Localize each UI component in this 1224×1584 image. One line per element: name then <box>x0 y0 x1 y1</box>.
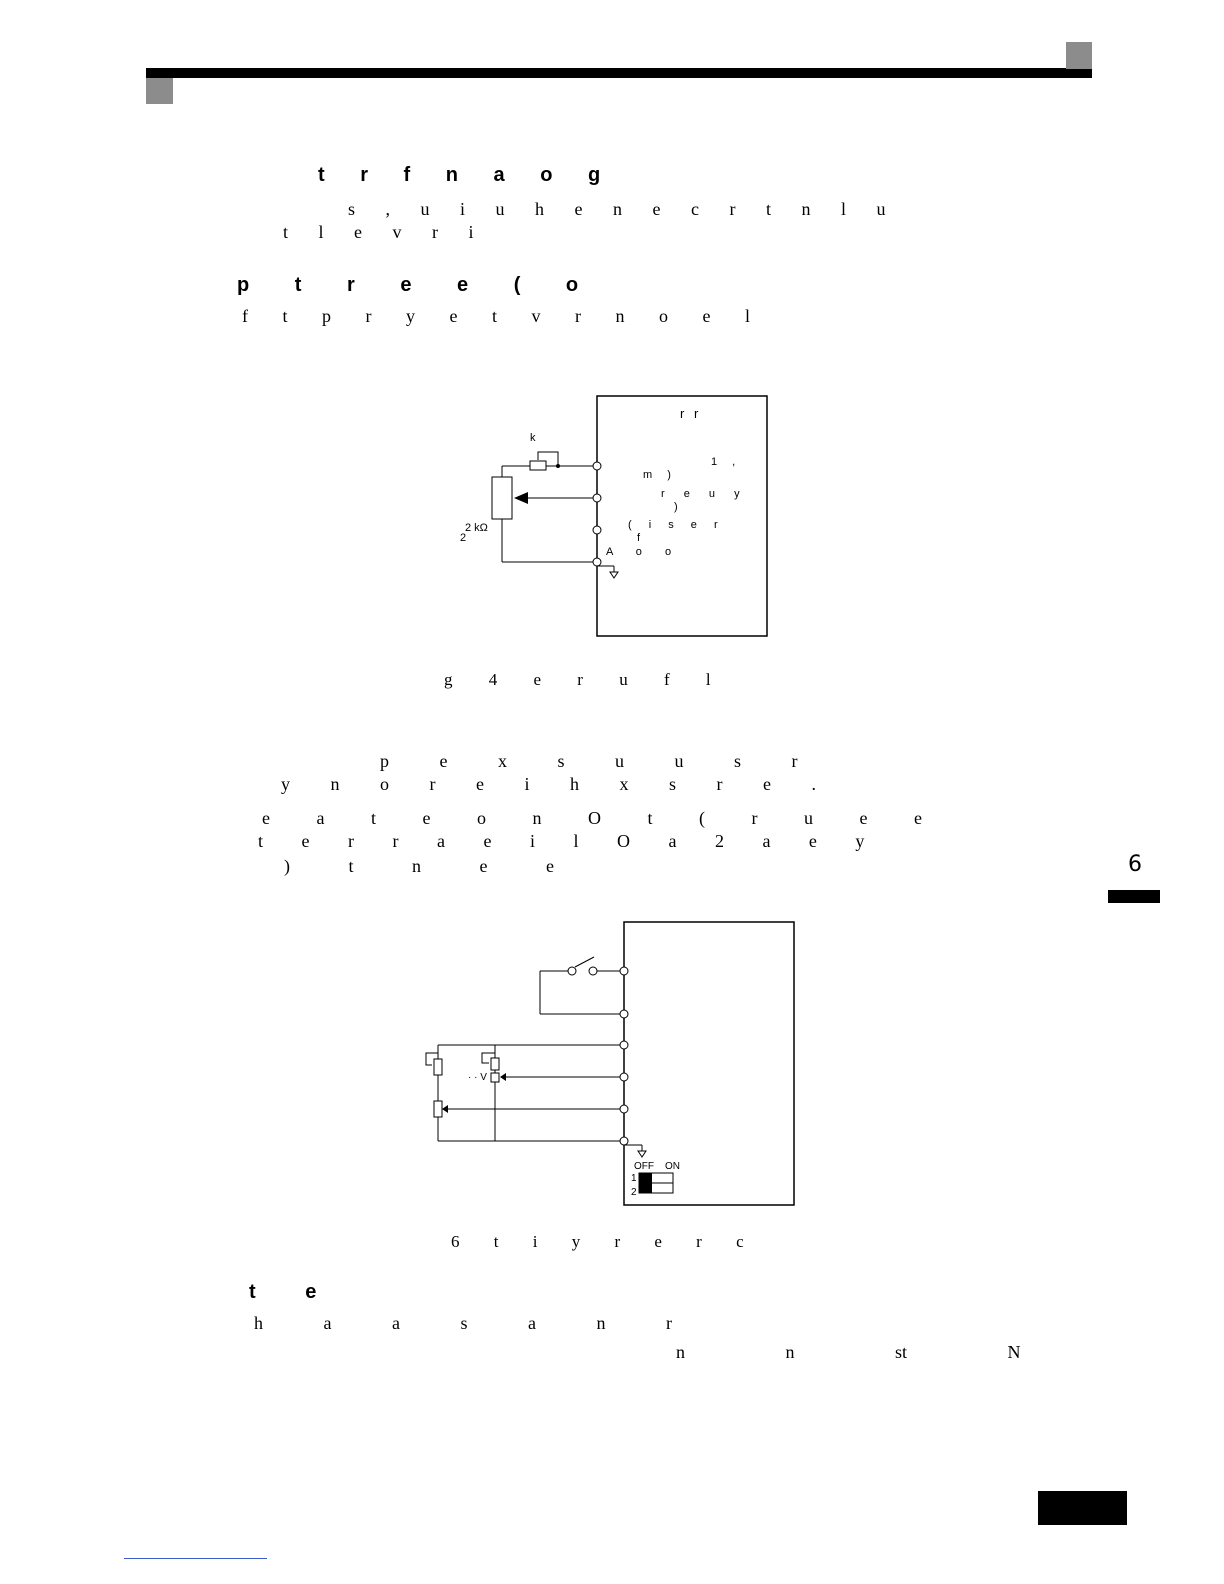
potentiometer-main <box>491 476 513 520</box>
section-heading-1: t r f n a o g <box>318 164 601 186</box>
section-heading-2: p t r e e ( o <box>237 274 579 296</box>
terminal-2 <box>592 493 602 503</box>
figure-2-caption: 6 t i y r e r c <box>451 1232 744 1251</box>
header-marker-left <box>146 78 173 104</box>
wiper-arrow <box>514 492 528 504</box>
fig1-terminal-text-2b: ) <box>674 501 678 513</box>
fig1-terminal-text-3b: f <box>637 532 641 544</box>
fig2-dip-off: OFF <box>634 1161 654 1172</box>
page-number-box <box>1038 1491 1127 1525</box>
section3-para2-line-3: ) t n e e <box>284 856 554 876</box>
section2-line: f t p r y e t v r n o e l <box>242 306 750 326</box>
chapter-number: 6 <box>1128 852 1142 877</box>
section1-line-2: t l e v r i <box>283 222 474 242</box>
fig1-box-title: r r <box>680 406 699 421</box>
footer-link-rule[interactable] <box>124 1558 267 1559</box>
fig1-pot-main-label-1: 2 kΩ <box>465 522 488 534</box>
fig2-dip-on: ON <box>665 1161 680 1172</box>
section4-line-2: n n st N <box>676 1342 1021 1362</box>
header-marker-right <box>1066 42 1092 69</box>
section4-line-1: h a a s a n r <box>254 1313 672 1333</box>
figure-1-caption: g 4 e r u f l <box>444 670 711 689</box>
section1-line-1: s , u i u h e n e c r t n l u <box>348 199 886 219</box>
figure-2-diagram <box>425 921 795 1206</box>
fig1-pot-small-label: k <box>530 432 536 444</box>
inverter-box-2 <box>623 921 795 1206</box>
terminal-1 <box>592 461 602 471</box>
fig2-dip-1: 1 <box>631 1173 637 1184</box>
header-rule <box>146 68 1092 78</box>
fig1-terminal-text-1b: m ) <box>643 469 671 481</box>
section-heading-4: t e <box>249 1281 317 1303</box>
fig1-terminal-text-4: A o o <box>606 546 672 558</box>
fig1-terminal-text-1a: 1 , <box>711 456 736 468</box>
section3-para1-line-1: p e x s u u s r <box>380 751 798 771</box>
terminal-4 <box>592 557 602 567</box>
switch-blade <box>574 956 595 968</box>
section3-para1-line-2: y n o r e i h x s r e . <box>281 774 816 794</box>
fig1-pot-main-label-2: 2 <box>460 532 467 544</box>
small-resistor <box>529 460 547 471</box>
fig2-dip-2: 2 <box>631 1187 637 1198</box>
figure-1-diagram <box>491 395 768 637</box>
ground-symbol <box>609 571 619 579</box>
section3-para2-line-2: t e r r a e i l O a 2 a e y <box>258 831 865 851</box>
terminal-3 <box>592 525 602 535</box>
inverter-box <box>596 395 768 637</box>
fig1-terminal-text-3a: ( i s e r <box>628 519 718 531</box>
section3-para2-line-1: e a t e o n O t ( r u e e <box>262 808 922 828</box>
chapter-tab-bar <box>1108 890 1160 903</box>
fig1-terminal-text-2a: r e u y <box>661 488 740 500</box>
fig2-voltage-label: · · V <box>468 1072 487 1083</box>
